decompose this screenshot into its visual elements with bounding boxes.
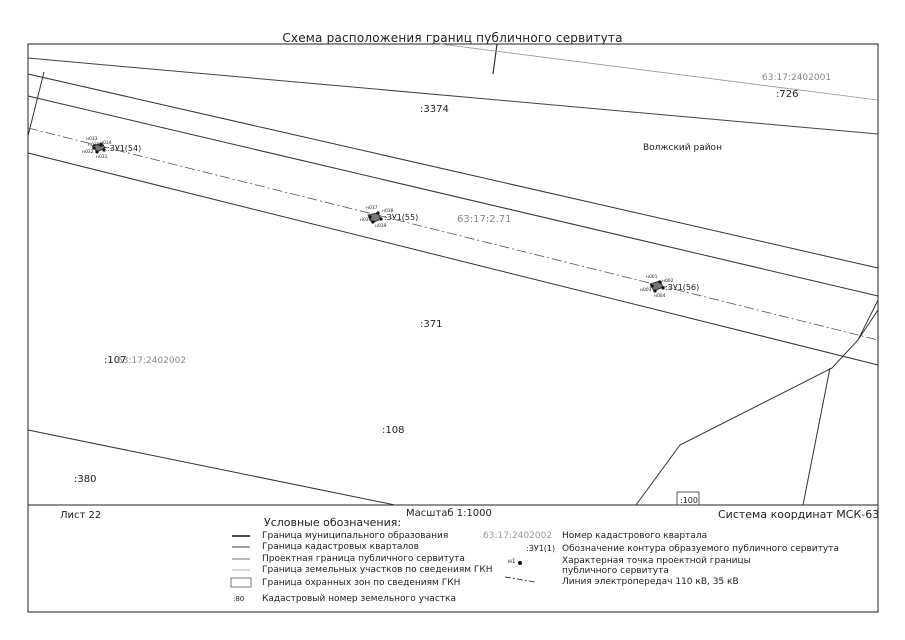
- point-label: н031: [96, 154, 108, 160]
- municipal-boundary: [492, 43, 498, 75]
- strip-line-4: [27, 429, 396, 506]
- servitude-label-54: :ЗУ1(54): [107, 144, 141, 153]
- legend-item-municipal: Граница муниципального образования: [262, 531, 449, 541]
- quarter-label-2: 63:17:2402002: [117, 356, 186, 366]
- point-label: н003: [640, 287, 652, 293]
- quarter-label-1: 63:17:2402001: [762, 73, 831, 83]
- point-label: н036: [360, 217, 372, 223]
- parcel-label-371: :371: [420, 319, 442, 330]
- parcel-label-380: :380: [74, 474, 96, 485]
- point-label: н039: [375, 223, 387, 229]
- legend-symbol-point: [518, 561, 522, 565]
- servitude-cluster-2: [367, 211, 383, 224]
- quarter-label-3: 63:17:2.71: [457, 214, 511, 225]
- legend-item-quarter-number: Номер кадастрового квартала: [562, 531, 708, 541]
- legend-item-parcel: Граница земельных участков по сведениям …: [262, 565, 493, 575]
- point-label: н032: [82, 149, 94, 155]
- legend-symbol-point-label: н1: [508, 558, 516, 565]
- coordinate-system-label: Система координат МСК-63: [718, 508, 880, 521]
- point-label: н033: [86, 136, 98, 142]
- servitude-label-55: :ЗУ1(55): [384, 213, 418, 222]
- parcel-label-726: :726: [776, 89, 798, 100]
- left-diagonal: [27, 71, 45, 137]
- strip-line-1: [27, 73, 879, 269]
- quarter-boundary-gray: [439, 43, 879, 101]
- power-line: [27, 127, 879, 341]
- legend-item-parcel-number: Кадастровый номер земельного участка: [262, 594, 456, 604]
- legend-item-contour: Обозначение контура образуемого публично…: [562, 544, 839, 554]
- point-label: н002: [662, 278, 674, 284]
- parcel-label-100: :100: [680, 496, 698, 505]
- point-label: н034: [100, 140, 112, 146]
- legend-item-point-cont: публичного сервитута: [562, 566, 669, 576]
- legend-item-protection: Граница охранных зон по сведениям ГКН: [262, 578, 461, 588]
- scale-label: Масштаб 1:1000: [406, 508, 492, 519]
- parcel-label-107: :107: [104, 355, 126, 366]
- servitude-label-56: :ЗУ1(56): [665, 283, 699, 292]
- point-label: н035: [88, 142, 100, 148]
- quarter-boundary-top: [27, 57, 879, 135]
- right-lower-boundary: [635, 309, 879, 506]
- page-title: Схема расположения границ публичного сер…: [282, 31, 623, 45]
- legend-symbol-quarter-number: 63:17:2402002: [483, 531, 553, 541]
- parcel-label-108: :108: [382, 425, 404, 436]
- legend-symbol-contour: :ЗУ1(1): [526, 544, 556, 553]
- strip-line-3: [27, 152, 879, 366]
- legend-item-quarter: Граница кадастровых кварталов: [262, 542, 419, 552]
- legend-item-servitude: Проектная граница публичного сервитута: [262, 554, 465, 564]
- map-frame: [27, 43, 879, 613]
- legend-item-point: Характерная точка проектной границы: [562, 556, 751, 566]
- district-label: Волжский район: [643, 143, 722, 153]
- legend-heading: Условные обозначения:: [264, 516, 402, 529]
- parcel-label-3374: :3374: [420, 104, 449, 115]
- point-label: н004: [654, 293, 666, 299]
- point-label: н001: [646, 274, 658, 280]
- right-vertical: [802, 367, 831, 506]
- sheet-label: Лист 22: [60, 510, 102, 521]
- small-parcel: [676, 491, 700, 506]
- strip-line-2: [27, 95, 879, 297]
- servitude-cluster-3: [649, 280, 665, 293]
- point-label: н038: [382, 208, 394, 214]
- legend-symbol-powerline: [504, 576, 536, 583]
- legend-symbol-parcel-number: :80: [233, 595, 245, 603]
- servitude-cluster-1: [91, 142, 106, 154]
- legend-item-powerline: Линия электропередач 110 кВ, 35 кВ: [562, 577, 739, 587]
- point-label: н037: [366, 205, 378, 211]
- legend-symbol-protection: [230, 577, 252, 588]
